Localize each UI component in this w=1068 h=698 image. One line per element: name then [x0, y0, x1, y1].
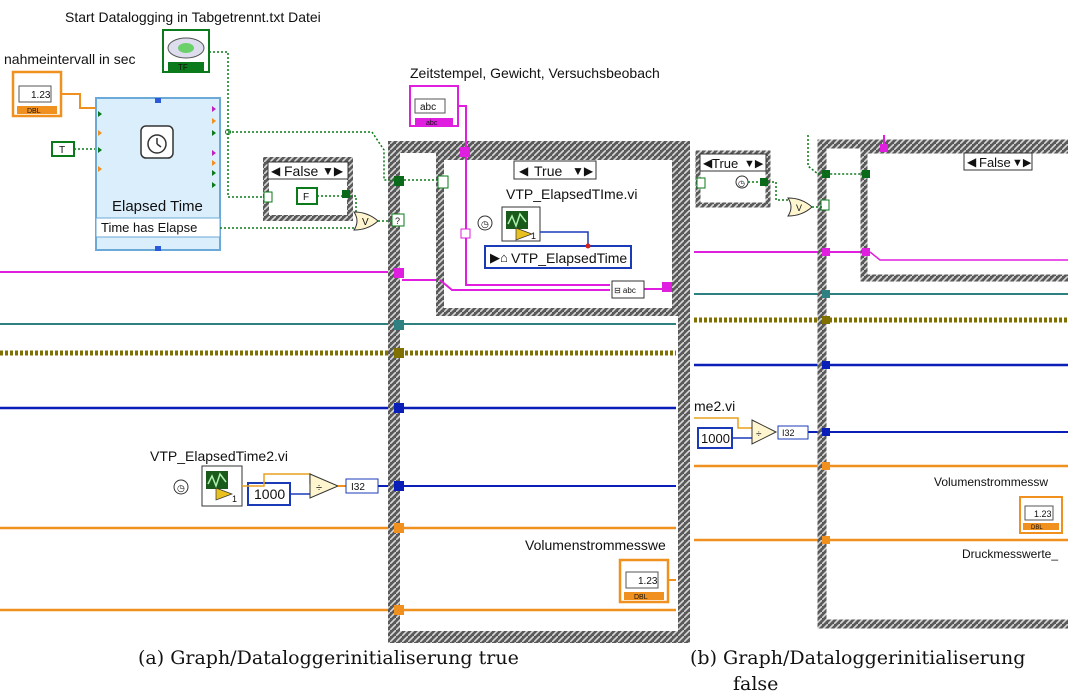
- druck-label: Druckmesswerte_: [962, 547, 1058, 561]
- dbl-value: 1.23: [31, 90, 51, 101]
- svg-text:▼▶: ▼▶: [322, 164, 344, 178]
- constant-1000-value: 1000: [701, 431, 730, 446]
- svg-text:▼▶: ▼▶: [1012, 157, 1032, 169]
- volumen-label: Volumenstrommessw: [934, 475, 1048, 489]
- start-datalogging-label: Start Datalogging in Tabgetrennt.txt Dat…: [65, 9, 321, 25]
- tunnel: [662, 282, 672, 292]
- svg-text:◷: ◷: [481, 219, 489, 229]
- selector-terminal: [437, 175, 449, 189]
- svg-text:V: V: [796, 203, 802, 213]
- divide-node[interactable]: [751, 419, 778, 445]
- i32-label: I32: [351, 482, 365, 493]
- case-selector-false[interactable]: [267, 161, 349, 180]
- svg-text:◀: ◀: [703, 156, 713, 170]
- dbl-type-label: DBL: [27, 108, 41, 115]
- tunnel: [394, 348, 404, 358]
- outer-case-frame: [388, 141, 690, 643]
- tunnel: [394, 481, 404, 491]
- constant-1000-value: 1000: [254, 486, 285, 502]
- svg-text:▼▶: ▼▶: [744, 158, 764, 170]
- panel-b: ◀ False ▼▶ ◀ True ▼▶ ◷ V me2.vi 1000 ÷ I…: [694, 135, 1068, 629]
- svg-text:◀: ◀: [967, 155, 977, 169]
- vi2-label: VTP_ElapsedTime2.vi: [150, 448, 288, 464]
- svg-text:◀: ◀: [519, 164, 529, 178]
- caption-b: (b) Graph/Dataloggerinitialiserung: [690, 647, 1026, 669]
- svg-text:◷: ◷: [738, 179, 745, 188]
- dbl-value: 1.23: [638, 576, 658, 587]
- true-constant-label: T: [59, 145, 65, 156]
- i32-conversion[interactable]: [345, 478, 379, 494]
- dbl-type-label: DBL: [634, 594, 648, 601]
- tunnel: [394, 176, 404, 186]
- case-selector-false-label: False: [284, 163, 318, 179]
- svg-text:⊟ abc: ⊟ abc: [614, 286, 636, 295]
- pink-wire: [439, 279, 610, 291]
- vi1-label: VTP_ElapsedTIme.vi: [506, 186, 638, 202]
- case-selector-true-label: True: [534, 163, 562, 179]
- selector-terminal: [391, 213, 405, 227]
- divide-node[interactable]: [309, 473, 340, 499]
- case-selector-true[interactable]: [513, 160, 597, 180]
- or-gate[interactable]: [787, 197, 813, 217]
- volumen-label: Volumenstrommesswe: [525, 537, 666, 553]
- tunnel: [394, 523, 404, 533]
- caption-a: (a) Graph/Dataloggerinitialiserung true: [138, 647, 519, 669]
- svg-text:1: 1: [531, 231, 536, 241]
- panel-a: ? ◀ True ▼▶ VTP_ElapsedTIme.vi 1 ◷ ▶⌂ VT…: [0, 9, 690, 643]
- svg-text:◀: ◀: [271, 164, 281, 178]
- string-type-label: abc: [426, 120, 438, 127]
- terminal: [460, 228, 471, 239]
- tunnel: [394, 605, 404, 615]
- tunnel: [394, 403, 404, 413]
- zeitstempel-label: Zeitstempel, Gewicht, Versuchsbeobach: [410, 65, 660, 81]
- inner-case-frame: [860, 146, 1068, 282]
- vi-reference-label: VTP_ElapsedTime: [511, 250, 627, 266]
- dbl-type-label: DBL: [1031, 525, 1043, 531]
- concat-strings-node[interactable]: [611, 280, 645, 299]
- svg-text:V: V: [362, 217, 369, 228]
- vi-reference[interactable]: [484, 245, 632, 269]
- i32-conversion[interactable]: [777, 425, 809, 440]
- tunnel: [394, 320, 404, 330]
- pink-wire: [465, 147, 610, 286]
- case-selector-false-label: False: [979, 155, 1011, 170]
- interval-label: nahmeintervall in sec: [4, 51, 136, 67]
- or-gate[interactable]: [353, 211, 379, 231]
- string-control-text: abc: [420, 102, 436, 113]
- case-selector-true[interactable]: [699, 153, 767, 172]
- svg-text:◷: ◷: [177, 483, 185, 493]
- case-selector-true-label: True: [712, 156, 738, 171]
- tf-type-label: TF: [178, 63, 188, 72]
- svg-text:▶⌂: ▶⌂: [490, 250, 508, 265]
- outer-case-frame: [817, 139, 1068, 629]
- caption-b-line2: false: [733, 673, 779, 695]
- i32-label: I32: [782, 428, 795, 438]
- dbl-value: 1.23: [1034, 509, 1052, 519]
- svg-text:÷: ÷: [756, 429, 762, 440]
- elapsed-time-title: Elapsed Time: [112, 198, 203, 215]
- time-has-elapsed-output[interactable]: Time has Elapse: [101, 220, 197, 235]
- svg-text:1: 1: [232, 494, 237, 504]
- tunnel: [394, 268, 404, 278]
- clock-icon: [477, 215, 493, 231]
- svg-text:÷: ÷: [316, 482, 322, 494]
- svg-text:?: ?: [395, 216, 400, 226]
- case-selector-false[interactable]: [963, 152, 1033, 171]
- vi2-label-partial: me2.vi: [694, 398, 735, 414]
- clock-icon: [173, 479, 189, 495]
- svg-text:▼▶: ▼▶: [572, 164, 594, 178]
- false-constant-label: F: [303, 192, 309, 203]
